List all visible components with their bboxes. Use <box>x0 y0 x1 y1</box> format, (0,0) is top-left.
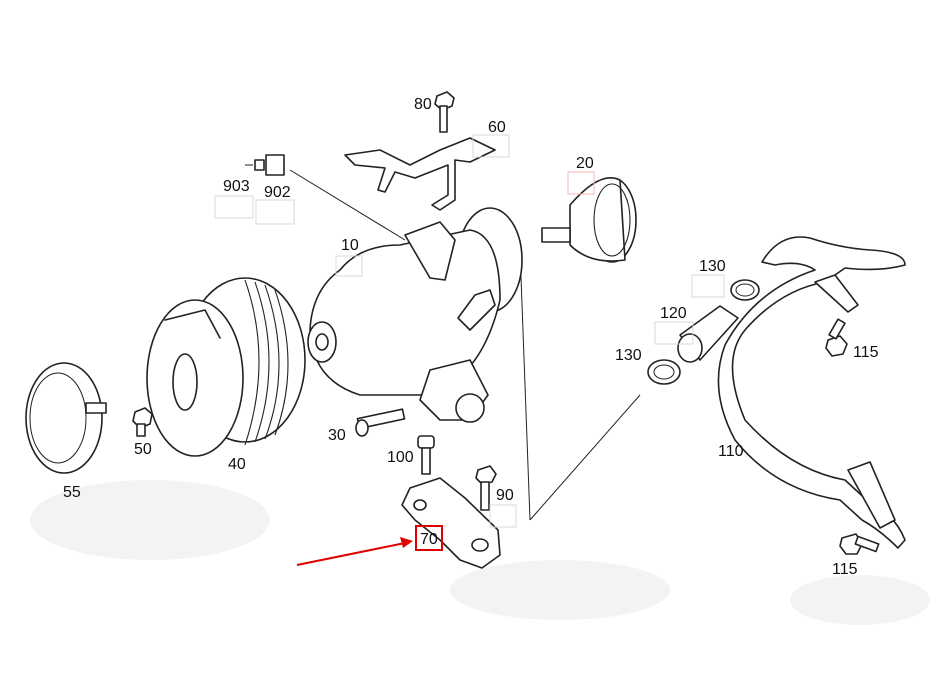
part-902-903-clip[interactable] <box>245 154 285 176</box>
part-115-bolt-upper[interactable] <box>825 318 848 357</box>
label-10: 10 <box>341 237 359 254</box>
label-30: 30 <box>328 427 346 444</box>
part-55-cover-cap[interactable] <box>25 362 107 474</box>
label-20: 20 <box>576 155 594 172</box>
part-120-connector[interactable] <box>677 305 739 363</box>
part-50-bolt[interactable] <box>132 407 153 437</box>
part-115-bolt-lower[interactable] <box>839 533 880 555</box>
part-10-pump[interactable] <box>307 207 523 423</box>
part-130-clamp-lower[interactable] <box>647 359 681 385</box>
label-115-upper: 115 <box>853 344 879 361</box>
label-50: 50 <box>134 441 152 458</box>
part-60-bracket[interactable] <box>344 137 496 211</box>
part-110-hose[interactable] <box>717 236 906 549</box>
label-55: 55 <box>63 484 81 501</box>
part-30-bolt[interactable] <box>355 408 406 437</box>
background-shading <box>30 480 930 625</box>
label-130-lower: 130 <box>615 347 642 364</box>
part-80-bolt[interactable] <box>434 91 455 133</box>
label-902: 902 <box>264 184 291 201</box>
label-130-upper: 130 <box>699 258 726 275</box>
label-40: 40 <box>228 456 246 473</box>
label-115-lower: 115 <box>832 561 858 578</box>
label-70[interactable]: 70 <box>420 531 438 548</box>
part-40-pulley[interactable] <box>146 277 306 457</box>
label-903: 903 <box>223 178 250 195</box>
highlight-arrow <box>296 537 413 566</box>
part-70-bracket[interactable] <box>401 477 501 569</box>
part-100-bolt[interactable] <box>417 435 435 475</box>
part-130-clamp-upper[interactable] <box>730 279 760 301</box>
part-20-reservoir[interactable] <box>541 176 637 263</box>
label-120: 120 <box>660 305 687 322</box>
leader-lines <box>289 169 641 521</box>
label-110: 110 <box>718 443 744 460</box>
label-boxes <box>214 134 725 528</box>
label-100: 100 <box>387 449 414 466</box>
label-80: 80 <box>414 96 432 113</box>
part-90-bolt[interactable] <box>475 465 497 511</box>
label-90: 90 <box>496 487 514 504</box>
highlight-box <box>415 525 443 551</box>
label-60: 60 <box>488 119 506 136</box>
